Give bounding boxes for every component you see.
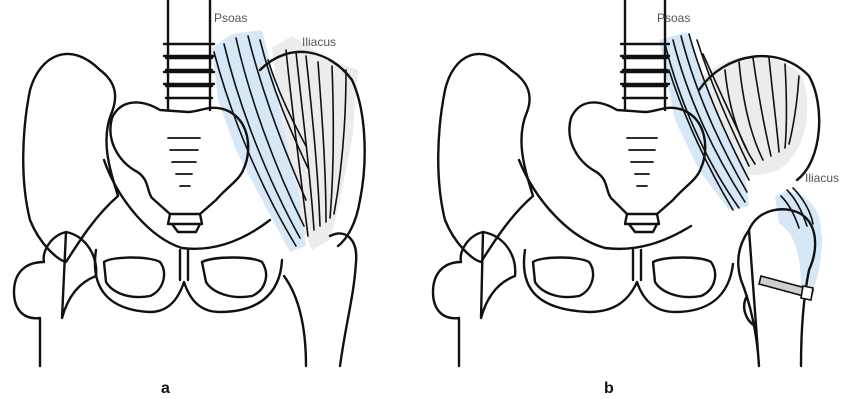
iliacus-label: Iliacus	[805, 171, 839, 185]
psoas-label: Psoas	[214, 11, 247, 25]
iliacus-label: Iliacus	[302, 35, 336, 49]
panel-caption: b	[604, 380, 614, 397]
obturator-left	[533, 258, 593, 298]
panel-a: Psoas Iliacus a	[0, 0, 430, 399]
right-femur	[284, 234, 356, 366]
obturator-right	[653, 258, 715, 298]
obturator-left	[104, 258, 164, 298]
panel-b: Psoas Iliacus b	[429, 0, 859, 399]
left-femur	[433, 232, 515, 366]
left-ilium	[438, 54, 533, 262]
left-femur	[14, 232, 96, 366]
obturator-right	[202, 258, 266, 298]
panel-caption: a	[161, 380, 170, 397]
lumbar-spine	[164, 0, 214, 110]
left-ilium	[23, 54, 118, 262]
pelvis-illustration-b: Psoas Iliacus b	[429, 0, 859, 399]
pelvis-illustration-a: Psoas Iliacus a	[0, 0, 430, 399]
psoas-label: Psoas	[657, 11, 690, 25]
